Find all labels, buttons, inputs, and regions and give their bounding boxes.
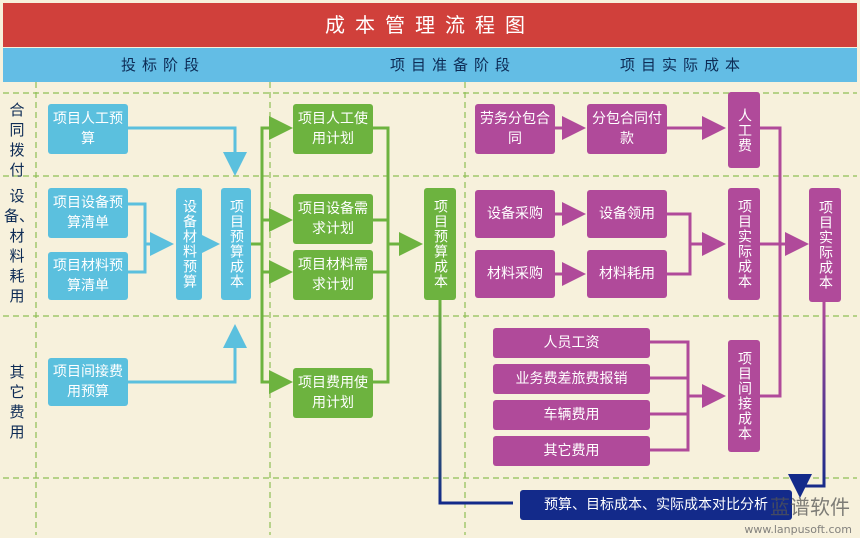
row-label-contract: 合同拨付 bbox=[9, 101, 25, 179]
box-subcontract-payment: 分包合同付款 bbox=[587, 104, 667, 154]
box-equipment-purchase: 设备采购 bbox=[475, 190, 555, 238]
box-project-indirect-cost: 项目间接成本 bbox=[728, 340, 760, 452]
box-labor-cost: 人工费 bbox=[728, 92, 760, 168]
box-project-budget-cost-bid: 项目预算成本 bbox=[221, 188, 251, 300]
box-labor-budget: 项目人工预算 bbox=[48, 104, 128, 154]
box-travel-expense: 业务费差旅费报销 bbox=[493, 364, 650, 394]
box-project-actual-cost: 项目实际成本 bbox=[728, 188, 760, 300]
box-expense-usage-plan: 项目费用使用计划 bbox=[293, 368, 373, 418]
watermark-url: www.lanpusoft.com bbox=[744, 523, 852, 536]
phase-header: 投标阶段 项目准备阶段 项目实际成本 bbox=[3, 48, 857, 82]
box-labor-usage-plan: 项目人工使用计划 bbox=[293, 104, 373, 154]
box-project-budget-cost-prep: 项目预算成本 bbox=[424, 188, 456, 300]
box-project-actual-cost-total: 项目实际成本 bbox=[809, 188, 841, 302]
phase-bidding: 投标阶段 bbox=[120, 56, 205, 74]
chart-title: 成本管理流程图 bbox=[3, 3, 857, 47]
watermark-brand: 蓝谱软件 bbox=[770, 495, 850, 519]
box-material-purchase: 材料采购 bbox=[475, 250, 555, 298]
box-material-budget-list: 项目材料预算清单 bbox=[48, 252, 128, 300]
row-label-equipment-material: 设备、材料耗用 bbox=[4, 187, 35, 305]
box-cost-comparison-analysis: 预算、目标成本、实际成本对比分析 bbox=[520, 490, 792, 520]
box-labor-subcontract: 劳务分包合同 bbox=[475, 104, 555, 154]
grid-lines bbox=[3, 82, 857, 535]
box-material-demand-plan: 项目材料需求计划 bbox=[293, 250, 373, 300]
row-label-other: 其它费用 bbox=[9, 363, 25, 441]
box-other-expense: 其它费用 bbox=[493, 436, 650, 466]
box-equipment-material-budget: 设备材料预算 bbox=[176, 188, 202, 300]
box-equipment-budget-list: 项目设备预算清单 bbox=[48, 188, 128, 238]
box-equipment-demand-plan: 项目设备需求计划 bbox=[293, 194, 373, 244]
box-vehicle-expense: 车辆费用 bbox=[493, 400, 650, 430]
phase-actual-cost: 项目实际成本 bbox=[619, 56, 746, 74]
box-equipment-use: 设备领用 bbox=[587, 190, 667, 238]
box-material-use: 材料耗用 bbox=[587, 250, 667, 298]
box-indirect-expense-budget: 项目间接费用预算 bbox=[48, 358, 128, 406]
box-staff-wages: 人员工资 bbox=[493, 328, 650, 358]
phase-preparation: 项目准备阶段 bbox=[389, 56, 516, 74]
